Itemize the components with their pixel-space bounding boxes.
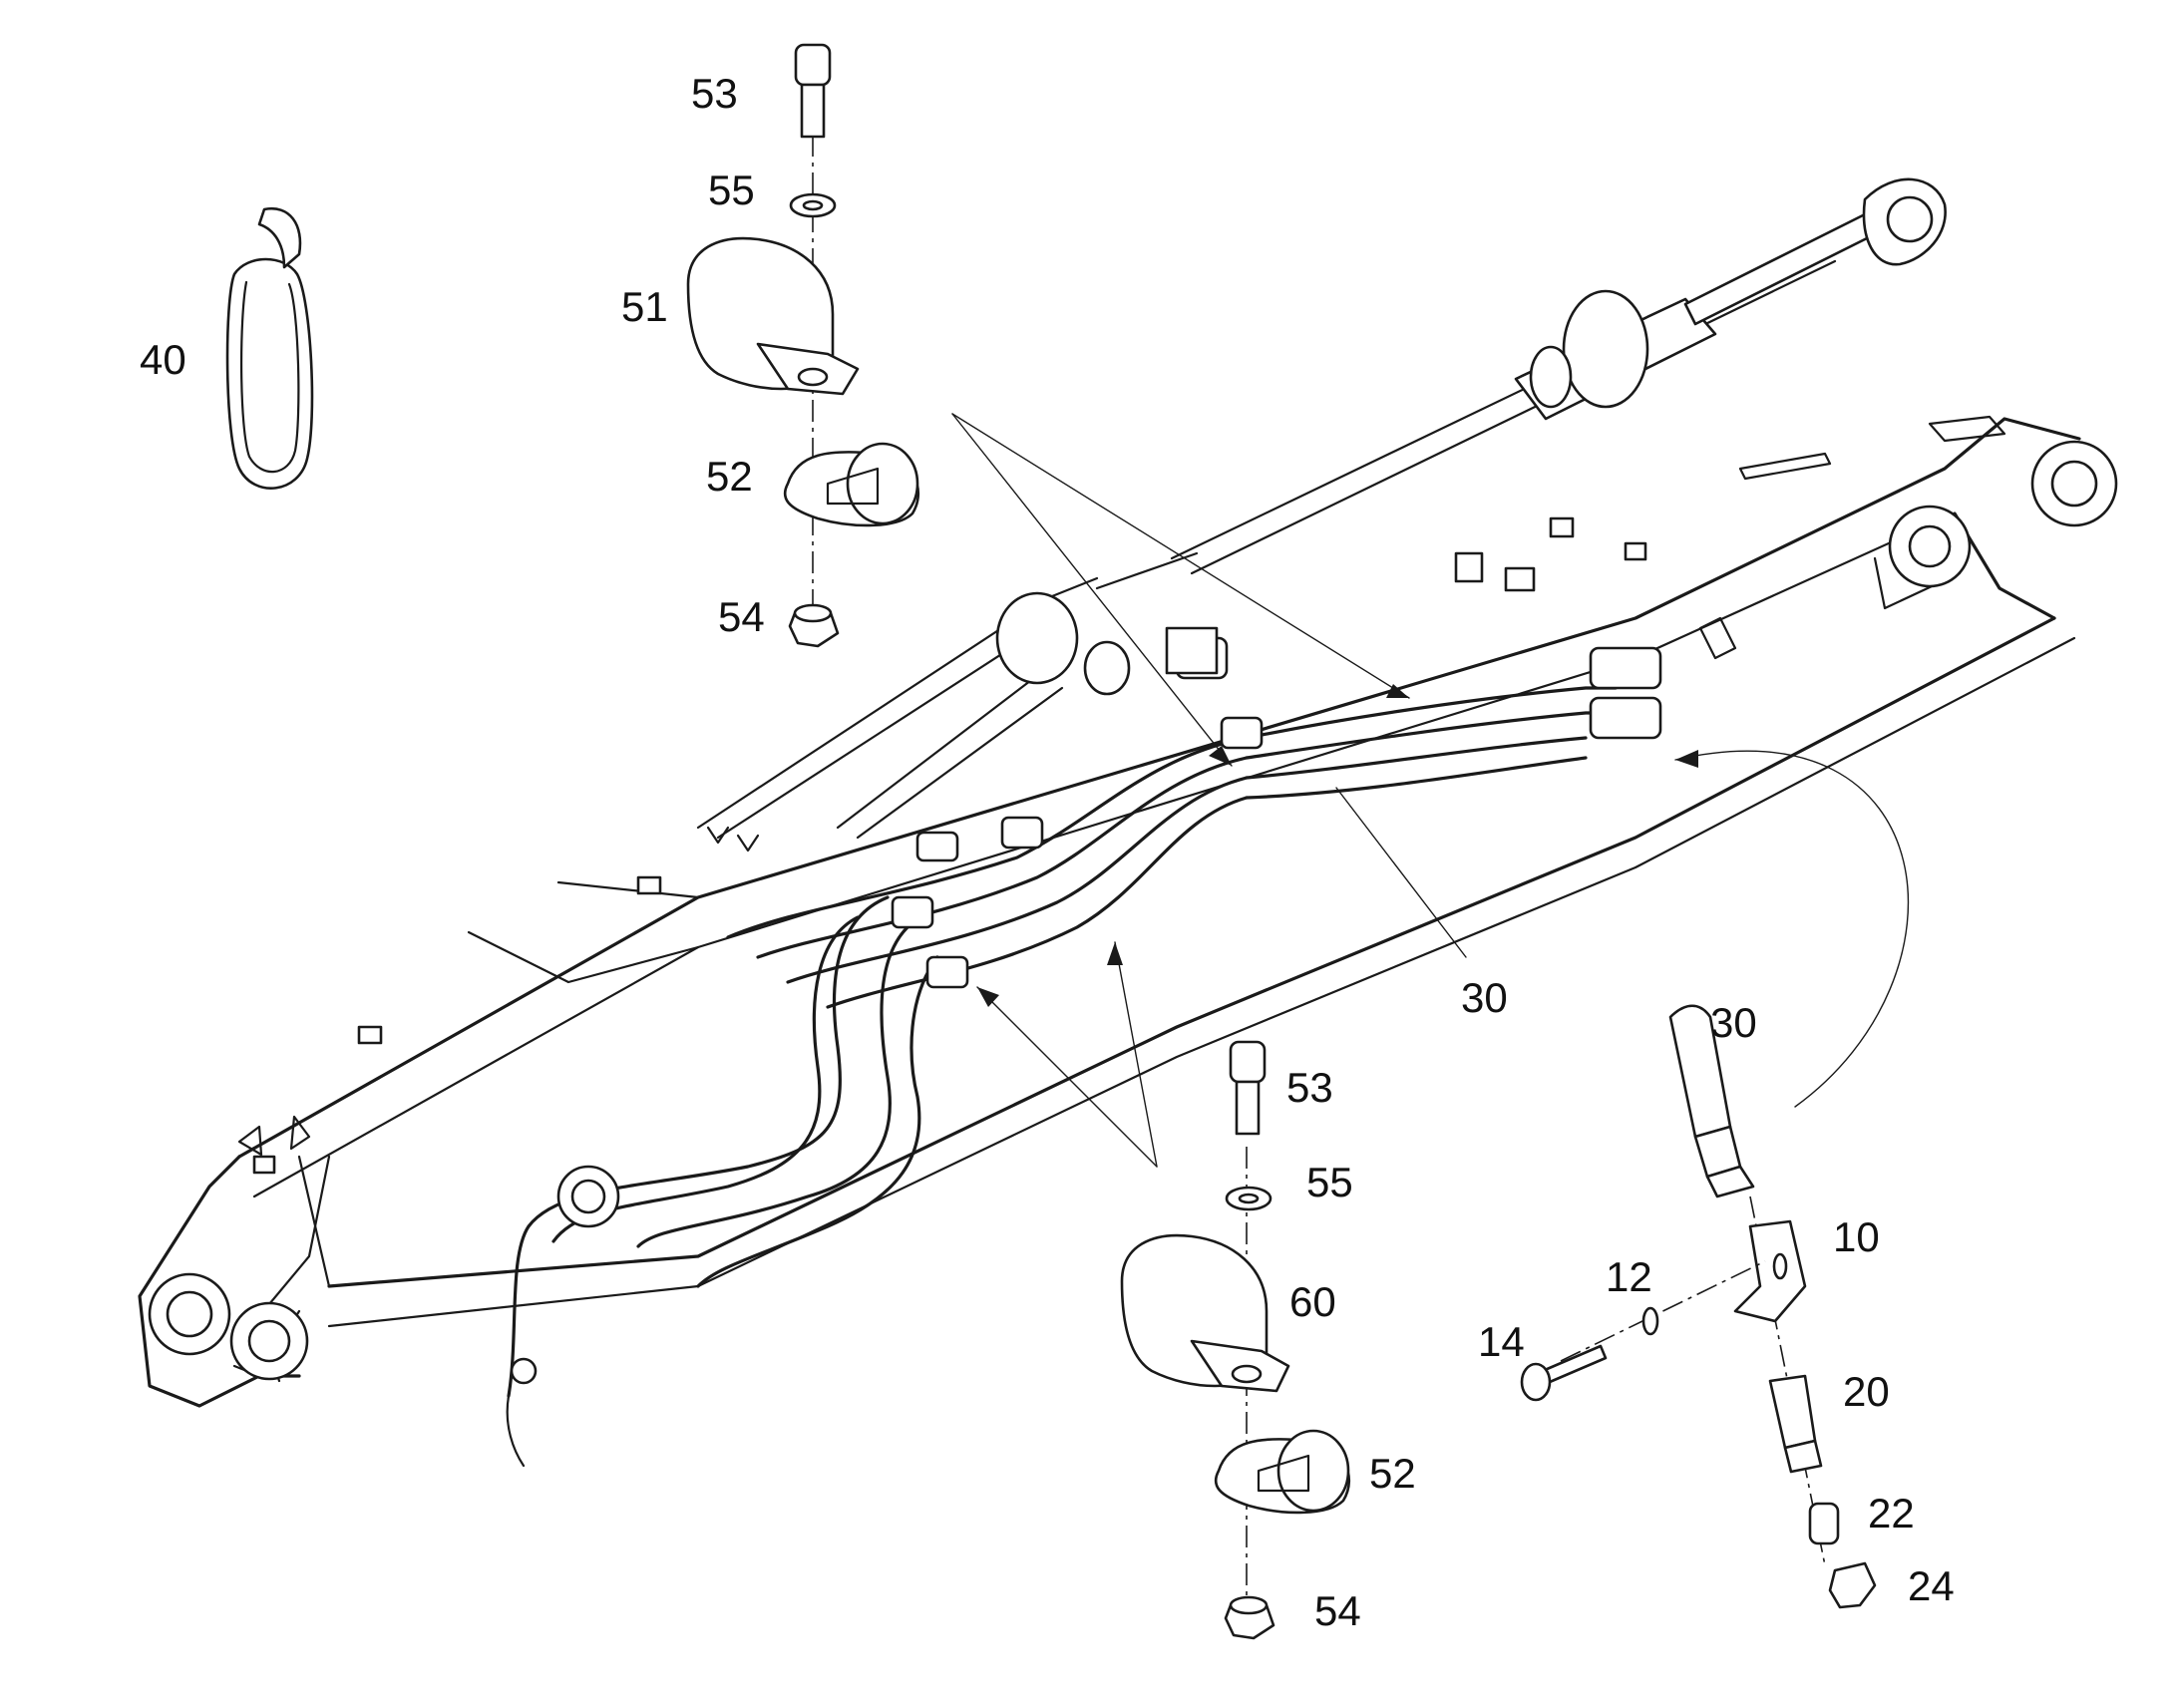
clamp-assembly-top [686, 43, 919, 648]
callout-60: 60 [1289, 1278, 1336, 1325]
fitting-assembly [1520, 1004, 1877, 1609]
callout-53-bottom: 53 [1286, 1064, 1333, 1111]
part-40-cable-tie [225, 206, 314, 490]
callout-52-bottom: 52 [1369, 1450, 1416, 1497]
callout-labels: 40 53 55 51 52 54 30 30 53 55 60 52 54 1… [140, 70, 1955, 1634]
callout-14: 14 [1478, 1318, 1525, 1365]
callout-10: 10 [1833, 1213, 1880, 1260]
clamp-assembly-bottom [1120, 1040, 1350, 1640]
callout-52-top: 52 [706, 453, 753, 500]
boom-structure [138, 415, 2118, 1408]
callout-20: 20 [1843, 1368, 1890, 1415]
callout-53-top: 53 [691, 70, 738, 117]
callout-55-bottom: 55 [1306, 1159, 1353, 1205]
callout-54-bottom: 54 [1314, 1587, 1361, 1634]
callout-40: 40 [140, 336, 186, 383]
callout-30-boom: 30 [1461, 974, 1508, 1021]
callout-24: 24 [1908, 1562, 1955, 1609]
callout-22: 22 [1868, 1490, 1915, 1537]
boom-cylinder [1095, 177, 1947, 590]
callout-51: 51 [621, 283, 668, 330]
callout-12: 12 [1606, 1253, 1652, 1300]
hydraulic-hoses [506, 616, 1737, 1468]
callout-54-top: 54 [718, 593, 765, 640]
pointer-lines [951, 413, 1910, 1168]
callout-55-top: 55 [708, 167, 755, 213]
callout-30-fitting: 30 [1710, 999, 1757, 1046]
boom-brace [696, 576, 1219, 840]
